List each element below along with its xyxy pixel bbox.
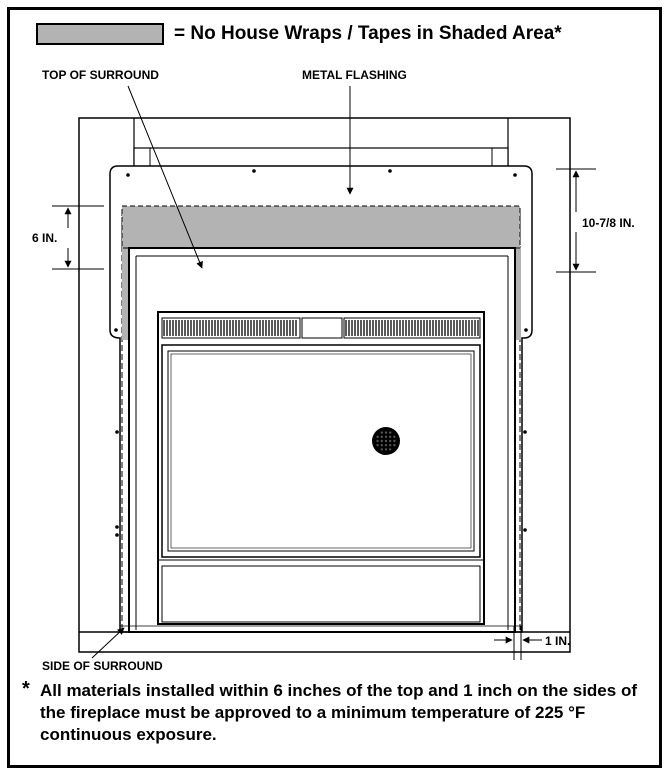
outer-border xyxy=(7,7,662,768)
footnote: * All materials installed within 6 inche… xyxy=(22,678,652,746)
vent-hole xyxy=(376,435,379,438)
label-metal-flashing: METAL FLASHING xyxy=(302,68,407,82)
screw-dot xyxy=(114,328,118,332)
vent-hole xyxy=(380,448,383,451)
vent-hole xyxy=(389,431,392,434)
screw-dot xyxy=(126,173,130,177)
vent-hole xyxy=(384,444,388,447)
label-top-of-surround: TOP OF SURROUND xyxy=(42,68,159,82)
screw-dot xyxy=(524,328,528,332)
louver-center-panel xyxy=(301,317,343,339)
vent-hole xyxy=(384,431,388,434)
screw-dot xyxy=(388,169,392,173)
footnote-marker: * xyxy=(22,678,30,700)
label-1-in: 1 IN. xyxy=(545,634,570,648)
vent-hole xyxy=(389,439,392,443)
label-10-7-8-in: 10-7/8 IN. xyxy=(582,216,635,230)
vent-hole xyxy=(376,444,379,447)
leader-top-of-surround xyxy=(127,85,203,269)
label-side-of-surround: SIDE OF SURROUND xyxy=(42,659,163,673)
leader-side-of-surround xyxy=(91,627,125,659)
vent-hole xyxy=(393,444,396,447)
vent-holes xyxy=(376,431,396,451)
louver-section xyxy=(161,317,301,339)
vent-hole xyxy=(384,435,388,438)
screw-dot xyxy=(115,533,119,537)
label-6-in: 6 IN. xyxy=(32,231,57,245)
shaded-outline xyxy=(121,205,521,249)
shaded-right-strip xyxy=(514,248,521,340)
shaded-left-strip xyxy=(122,248,129,340)
screw-dot xyxy=(513,173,517,177)
louver-grille xyxy=(161,317,481,339)
shaded-top-band xyxy=(122,206,520,248)
vent-hole xyxy=(389,435,392,438)
vent-hole xyxy=(389,448,392,451)
screw-dot xyxy=(523,430,527,434)
legend: = No House Wraps / Tapes in Shaded Area* xyxy=(36,20,562,48)
footnote-text: All materials installed within 6 inches … xyxy=(40,681,637,744)
vent-hole xyxy=(380,439,383,443)
lower-panel xyxy=(161,565,481,623)
legend-shade-swatch xyxy=(36,23,164,45)
vent-hole xyxy=(389,444,392,447)
legend-text: = No House Wraps / Tapes in Shaded Area* xyxy=(174,23,562,44)
glass-door-inner xyxy=(167,350,475,552)
screw-dot xyxy=(523,528,527,532)
vent-hole xyxy=(380,444,383,447)
vent-hole xyxy=(380,435,383,438)
vent-hole xyxy=(384,448,388,451)
vent-hole xyxy=(393,439,396,443)
vent-hole xyxy=(380,431,383,434)
vent-hole xyxy=(384,439,388,443)
vent-hole xyxy=(393,435,396,438)
glass-door-inner-2 xyxy=(170,353,472,549)
screw-dot xyxy=(252,169,256,173)
screw-dot xyxy=(115,525,119,529)
vent-hole xyxy=(376,439,379,443)
screw-dot xyxy=(115,430,119,434)
top-box xyxy=(133,147,509,169)
